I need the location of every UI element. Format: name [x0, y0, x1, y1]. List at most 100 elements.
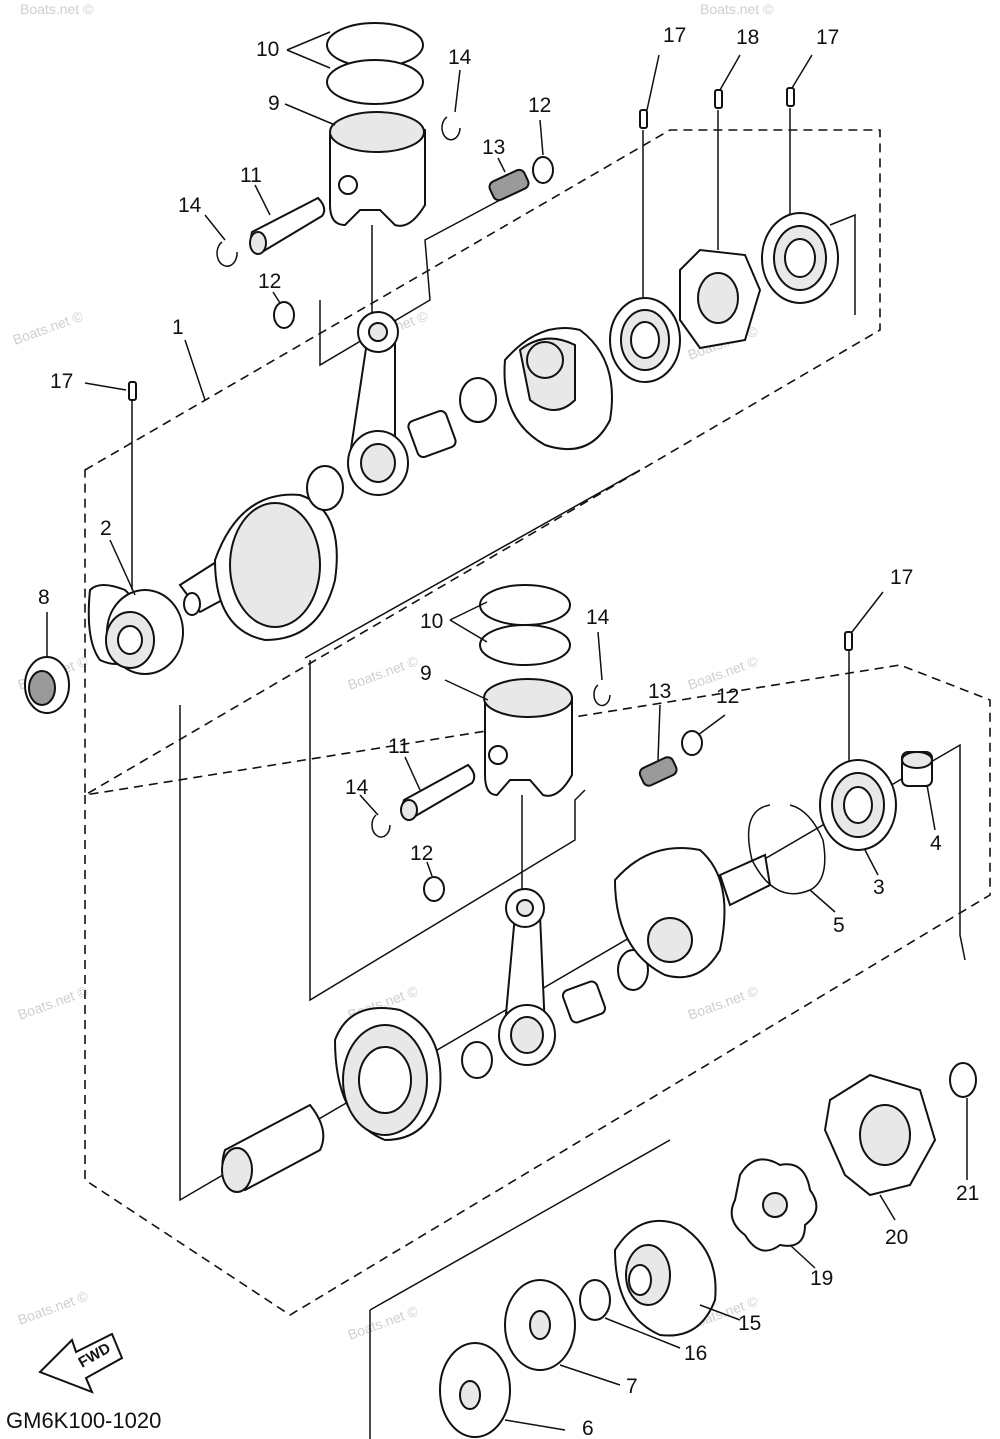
leader-line [497, 157, 506, 173]
callout-10: 10 [256, 38, 279, 61]
callout-12: 12 [716, 685, 739, 708]
watermark: Boats.net © [20, 1, 94, 17]
callout-12: 12 [410, 842, 433, 865]
leader-line [926, 784, 936, 831]
circlip [441, 116, 461, 141]
callout-14: 14 [448, 46, 472, 69]
diagram-code: GM6K100-1020 [6, 1408, 161, 1433]
piston-ring [479, 584, 571, 626]
washer [681, 730, 703, 756]
upper-crankshaft [24, 327, 613, 714]
washer [273, 301, 295, 329]
bearing-bore [630, 321, 660, 359]
leader-line [444, 679, 489, 701]
dowel-pin [714, 89, 723, 109]
leader-line [657, 704, 661, 761]
leader-line [597, 631, 603, 681]
callout-14: 14 [178, 194, 202, 217]
bushing-end [901, 751, 933, 769]
watermark: Boats.net © [346, 1302, 421, 1342]
callout-3: 3 [873, 876, 885, 899]
leader-lines [84, 31, 968, 1431]
leader-line [359, 794, 379, 816]
washer [461, 1041, 493, 1079]
upper-rod-frame-link [304, 469, 641, 659]
leader-line [426, 861, 433, 877]
crank-pin-end [526, 341, 564, 379]
big-end-bore [360, 443, 396, 483]
leader-line [84, 382, 127, 391]
callout-16: 16 [684, 1342, 707, 1365]
callout-17: 17 [816, 26, 839, 49]
callout-19: 19 [810, 1267, 833, 1290]
leader-line [646, 54, 660, 111]
piston-pin-boss [338, 175, 358, 195]
crankshaft-assembly-outline [84, 129, 881, 797]
bearing-bore [784, 238, 816, 278]
lower-crank-frame [179, 705, 966, 1202]
assembly-outlines [84, 129, 991, 1439]
washer [949, 1062, 977, 1098]
leader-line [851, 591, 884, 633]
leader-line [449, 601, 488, 643]
crank-web-face [229, 502, 321, 628]
bearing-bore [358, 1046, 412, 1114]
bearing-bore [843, 786, 873, 824]
rubber-damper-hole [762, 1192, 788, 1218]
lower-connecting-rod [498, 795, 556, 1066]
coupling-cap-face [859, 1104, 911, 1166]
lower-rod-frame [309, 660, 586, 1002]
crank-spline [718, 853, 772, 907]
leader-line [454, 69, 461, 113]
callout-20: 20 [885, 1226, 908, 1249]
leader-line [559, 1364, 621, 1386]
lower-piston-group [371, 584, 703, 902]
leader-line [879, 1194, 896, 1221]
callouts: 10 14 9 12 13 11 14 12 17 18 17 1 17 2 8… [38, 24, 979, 1439]
callout-7: 7 [626, 1375, 638, 1398]
callout-11: 11 [240, 164, 262, 187]
callout-4: 4 [930, 832, 942, 855]
washer [459, 377, 497, 423]
callout-17: 17 [663, 24, 686, 47]
callout-17: 17 [50, 370, 73, 393]
piston-pin-end [249, 231, 267, 255]
leader-line [539, 119, 544, 156]
crank-pin [407, 409, 457, 459]
watermark: Boats.net © [11, 307, 86, 347]
piston-ring [326, 59, 424, 105]
washer [532, 156, 554, 184]
upper-piston-group [216, 22, 554, 329]
piston-crown [329, 111, 425, 153]
callout-8: 8 [38, 586, 50, 609]
callout-14: 14 [345, 776, 369, 799]
callout-13: 13 [648, 680, 671, 703]
big-end-bore [510, 1016, 544, 1054]
leader-line [789, 1244, 816, 1269]
leader-line [284, 103, 336, 126]
circlip [371, 814, 391, 838]
crank-pin [561, 980, 607, 1024]
small-end-bore [368, 322, 388, 342]
callout-18: 18 [736, 26, 759, 49]
watermark: Boats.net © [346, 652, 421, 692]
lower-assembly-outline [84, 664, 991, 1316]
fwd-arrow: FWD [38, 1332, 124, 1394]
pulley-hole [459, 1380, 481, 1410]
callout-6: 6 [582, 1417, 594, 1439]
crank-web [613, 847, 726, 979]
callout-12: 12 [258, 270, 281, 293]
leader-line [109, 539, 136, 596]
coupling-bore [628, 1264, 652, 1296]
leader-line [272, 291, 281, 304]
leader-line [204, 214, 226, 241]
leader-line [184, 339, 206, 401]
callout-11: 11 [388, 735, 410, 758]
leader-line [404, 756, 421, 791]
washer [423, 876, 445, 902]
upper-right-bearings [128, 87, 839, 590]
callout-10: 10 [420, 610, 443, 633]
crank-end-face [221, 1147, 253, 1193]
bearing-frame [829, 213, 856, 315]
